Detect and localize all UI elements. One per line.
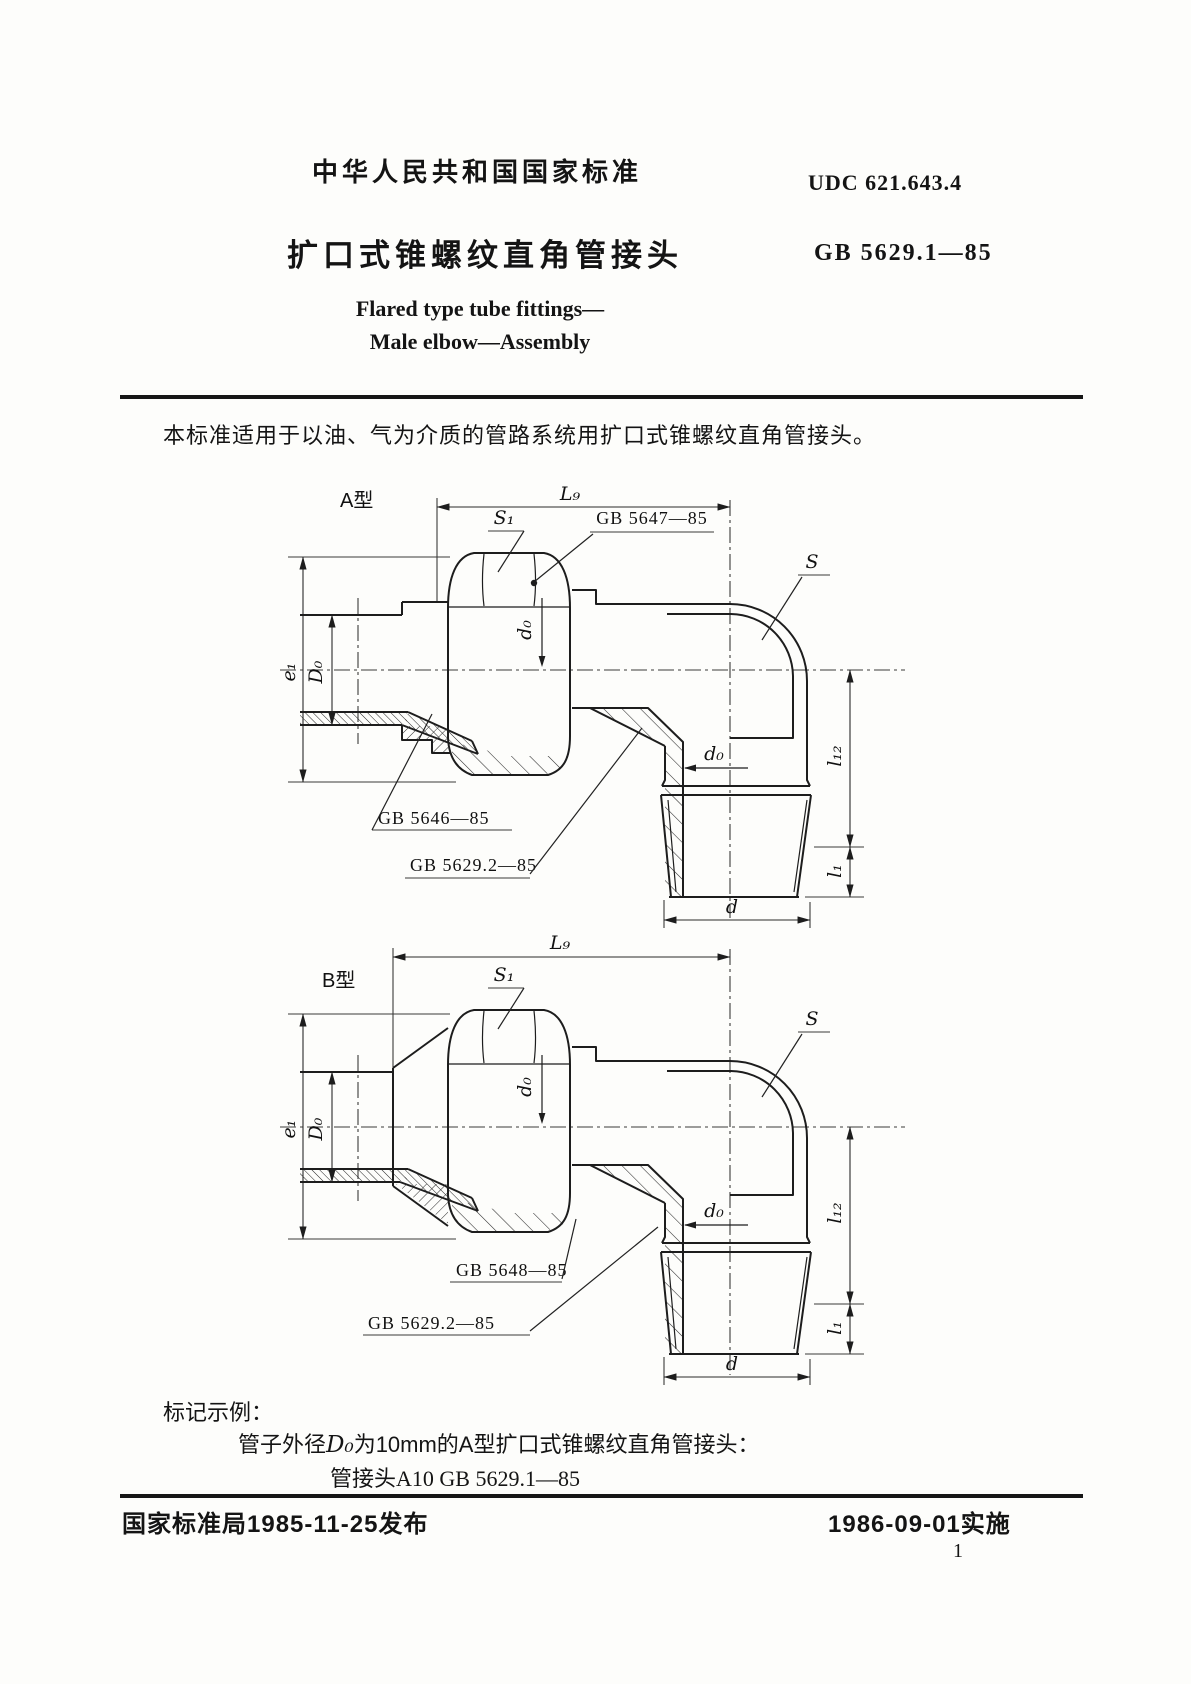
dim-D0: D₀ [305, 660, 327, 684]
dim-d0: d₀ [514, 620, 536, 640]
title-english-line2: Male elbow—Assembly [369, 329, 591, 354]
standard-number: GB 5629.1—85 [814, 240, 993, 266]
standard-org-title: 中华人民共和国国家标准 [312, 157, 643, 187]
title-english: Flared type tube fittings— Male elbow—As… [330, 292, 630, 358]
dim-d0-branch: d₀ [704, 1200, 724, 1222]
dim-l9: L₉ [549, 932, 571, 954]
issued-by-date: 国家标准局1985-11-25发布 [122, 1511, 429, 1538]
dim-l12: l₁₂ [824, 1202, 846, 1223]
type-a-label: A型 [340, 489, 373, 512]
dim-e1: e₁ [278, 1120, 300, 1139]
marking-example-heading: 标记示例： [163, 1400, 274, 1425]
callout-body-standard: GB 5629.2—85 [410, 855, 537, 875]
dim-s: S [805, 1008, 818, 1030]
dim-l1: l₁ [824, 864, 846, 878]
dim-l12: l₁₂ [824, 745, 846, 766]
dim-s: S [805, 551, 818, 573]
marking-example-designation: 管接头A10 GB 5629.1—85 [330, 1466, 580, 1491]
effective-date: 1986-09-01实施 [828, 1511, 1011, 1538]
dim-e1: e₁ [278, 663, 300, 682]
callout-sleeve-standard: GB 5646—85 [378, 808, 490, 828]
footer-rule [120, 1494, 1083, 1498]
example-line1-prefix: 管子外径 [238, 1432, 327, 1457]
udc-number: UDC 621.643.4 [808, 170, 963, 195]
dim-D0: D₀ [305, 1117, 327, 1141]
dim-l1: l₁ [824, 1321, 846, 1335]
dim-d0-branch: d₀ [704, 743, 724, 765]
example-line1-symbol: D₀ [326, 1432, 354, 1458]
dim-d0: d₀ [514, 1077, 536, 1097]
header-rule [120, 395, 1083, 399]
type-b-label: B型 [322, 969, 355, 992]
dim-l9: L₉ [559, 483, 581, 505]
title-english-line1: Flared type tube fittings— [355, 296, 605, 321]
marking-example-line1: 管子外径D₀为10mm的A型扩口式锥螺纹直角管接头： [238, 1427, 760, 1459]
callout-body-standard: GB 5629.2—85 [368, 1313, 495, 1333]
page-title: 扩口式锥螺纹直角管接头 [287, 238, 683, 273]
callout-sleeve-standard: GB 5648—85 [456, 1260, 568, 1280]
dim-s1: S₁ [494, 507, 515, 529]
callout-nut-standard: GB 5647—85 [596, 508, 708, 528]
page-number: 1 [953, 1540, 963, 1562]
scope-paragraph: 本标准适用于以油、气为介质的管路系统用扩口式锥螺纹直角管接头。 [163, 423, 877, 448]
example-line1-suffix: 为10mm的A型扩口式锥螺纹直角管接头： [353, 1432, 760, 1457]
dim-s1: S₁ [494, 964, 515, 986]
dim-d: d [726, 896, 738, 918]
figure-type-b: L₉ e₁ D₀ d₀ d₀ l₁₂ l₁ [278, 932, 905, 1385]
figure-type-a: L₉ e₁ D₀ d₀ d₀ l₁₂ l₁ [278, 483, 905, 928]
dim-d: d [726, 1353, 738, 1375]
